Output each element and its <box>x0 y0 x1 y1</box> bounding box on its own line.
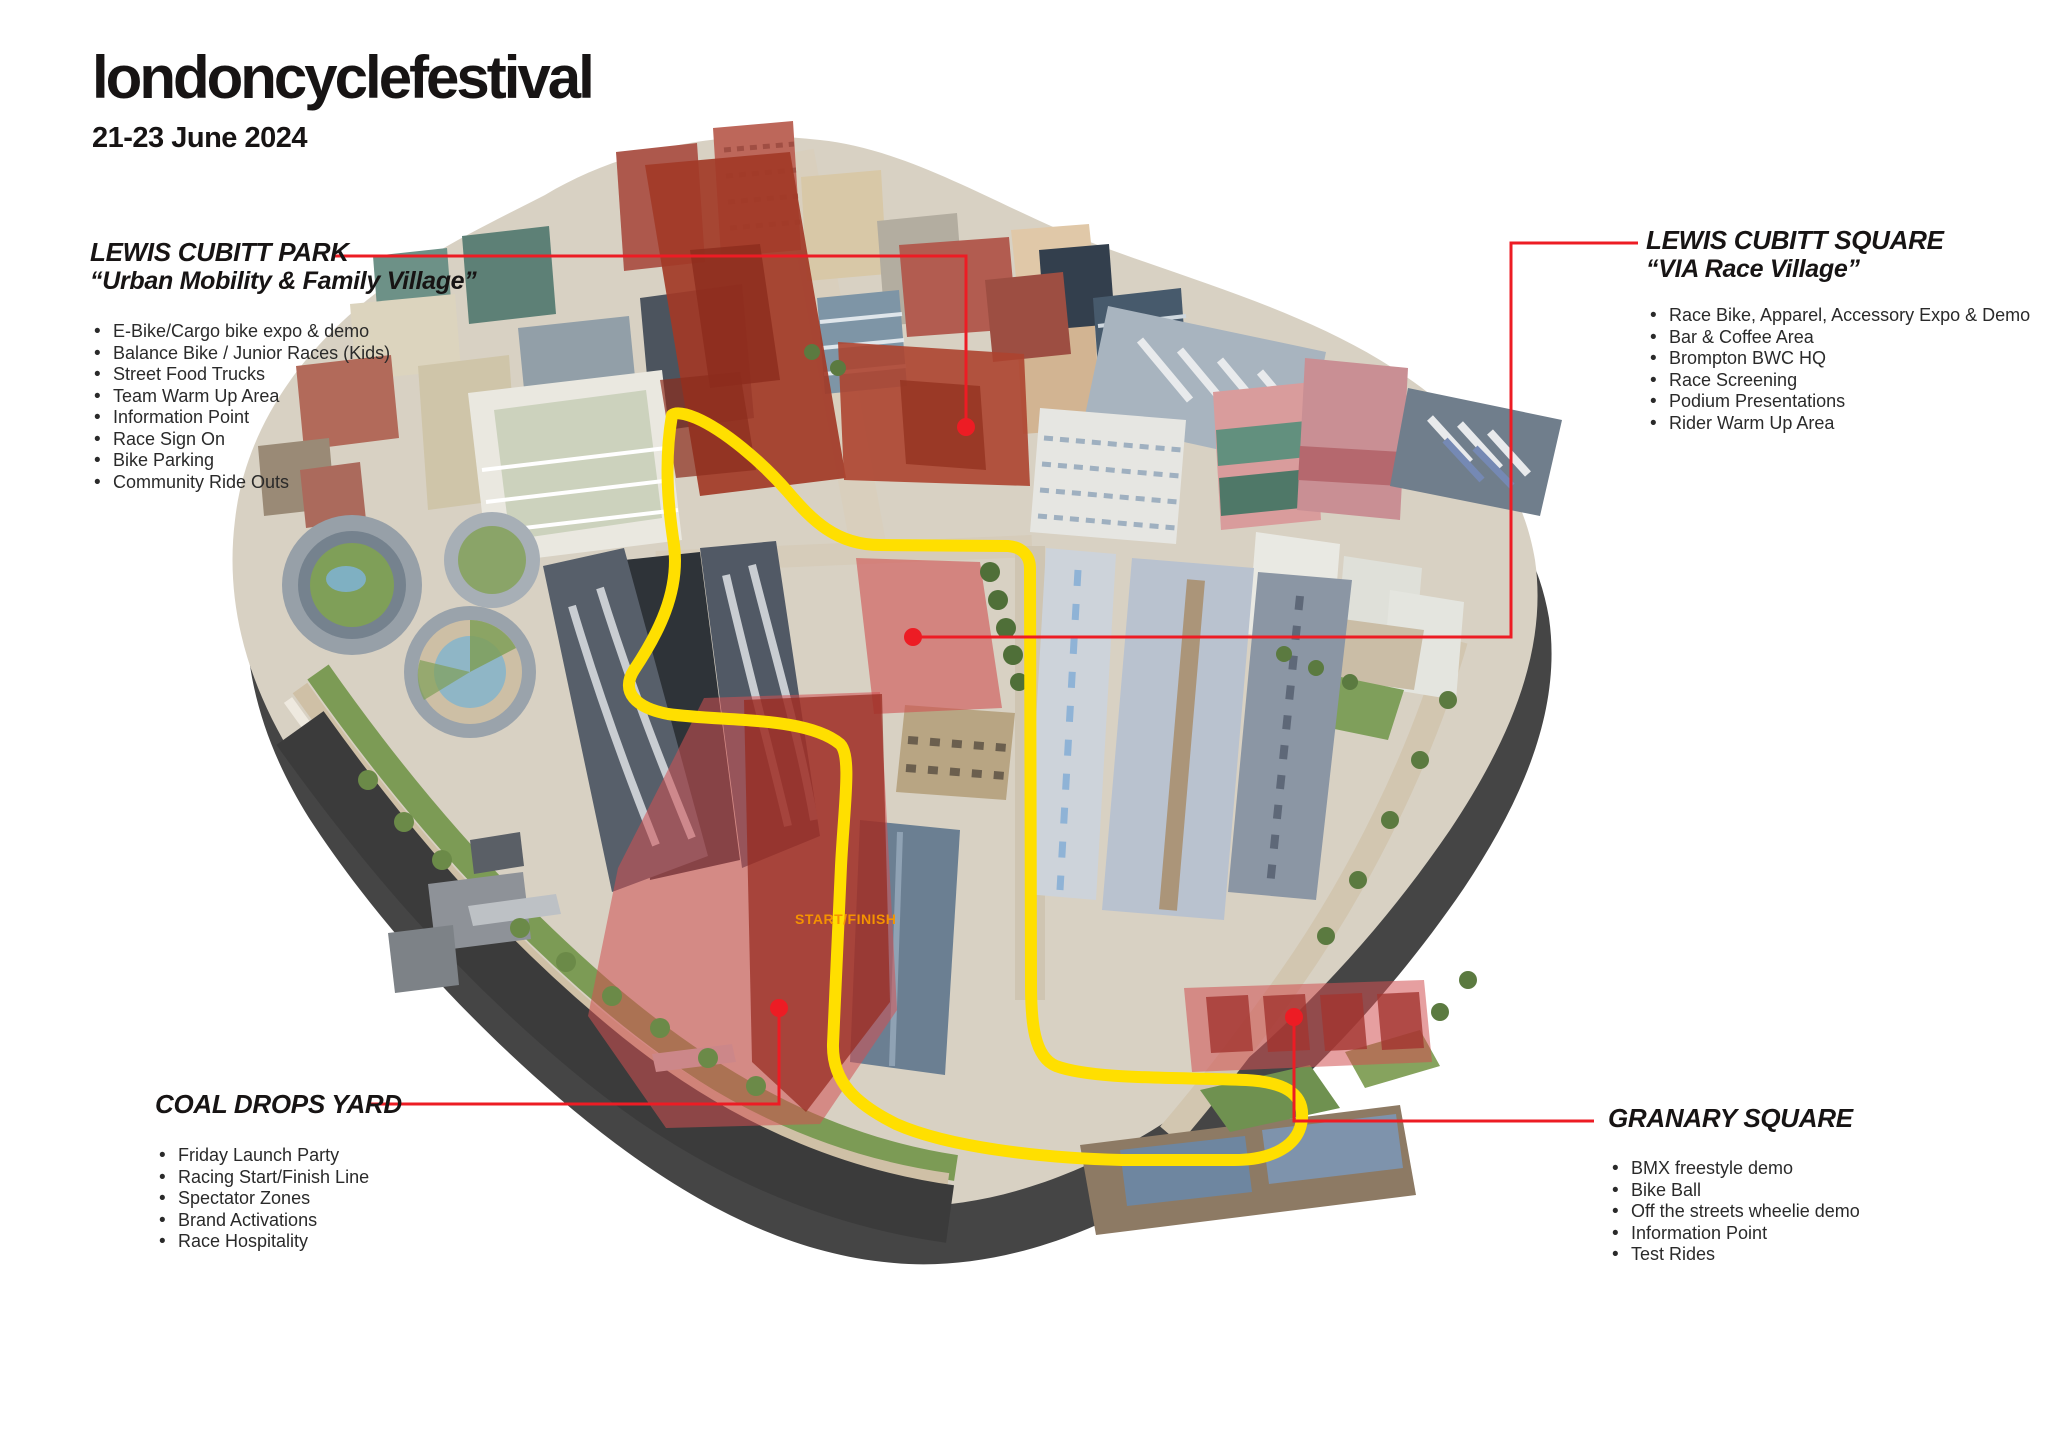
leader-coal-drops-yard <box>368 999 788 1106</box>
leader-dot-coal-drops-yard <box>770 999 788 1017</box>
callout-lewis-cubitt-square: LEWIS CUBITT SQUARE “VIA Race Village” R… <box>1646 226 2046 434</box>
start-finish-label: START/FINISH <box>795 911 896 927</box>
bullet-item: Rider Warm Up Area <box>1646 413 2046 435</box>
bullet-item: BMX freestyle demo <box>1608 1158 2028 1180</box>
leader-dot-lewis-cubitt-park <box>957 418 975 436</box>
bullet-item: Team Warm Up Area <box>90 386 590 408</box>
leader-dot-lewis-cubitt-square <box>904 628 922 646</box>
leader-lewis-cubitt-square <box>904 241 1638 646</box>
festival-title: londoncyclefestival <box>92 44 595 111</box>
bullet-item: Information Point <box>90 407 590 429</box>
bullet-item: Brompton BWC HQ <box>1646 348 2046 370</box>
callout-title: COAL DROPS YARD <box>155 1089 402 1119</box>
callout-title: GRANARY SQUARE <box>1608 1103 1853 1133</box>
leader-dot-granary-square <box>1285 1008 1303 1026</box>
callout-tagline: “VIA Race Village” <box>1646 255 1860 283</box>
bullet-item: Community Ride Outs <box>90 472 590 494</box>
callout-granary-square: GRANARY SQUARE BMX freestyle demoBike Ba… <box>1608 1104 2028 1266</box>
callout-title: LEWIS CUBITT SQUARE <box>1646 225 1944 255</box>
callout-lewis-cubitt-park: LEWIS CUBITT PARK “Urban Mobility & Fami… <box>90 238 590 493</box>
trees <box>358 344 1477 1096</box>
bullet-item: Bike Ball <box>1608 1180 2028 1202</box>
zone-granary-square <box>1184 980 1432 1072</box>
bullet-item: Friday Launch Party <box>155 1145 575 1167</box>
callout-items: BMX freestyle demoBike BallOff the stree… <box>1608 1158 2028 1266</box>
bullet-item: Brand Activations <box>155 1210 575 1232</box>
bullet-item: Test Rides <box>1608 1244 2028 1266</box>
callout-items: E-Bike/Cargo bike expo & demoBalance Bik… <box>90 321 590 493</box>
race-route-path <box>623 407 1309 1166</box>
bullet-item: Bike Parking <box>90 450 590 472</box>
leader-lewis-cubitt-park <box>332 254 975 436</box>
callout-coal-drops-yard: COAL DROPS YARD Friday Launch PartyRacin… <box>155 1090 575 1253</box>
callout-items: Race Bike, Apparel, Accessory Expo & Dem… <box>1646 305 2046 434</box>
bullet-item: Bar & Coffee Area <box>1646 327 2046 349</box>
festival-dates: 21-23 June 2024 <box>92 122 307 154</box>
bullet-item: Spectator Zones <box>155 1188 575 1210</box>
bullet-item: Off the streets wheelie demo <box>1608 1201 2028 1223</box>
callout-items: Friday Launch PartyRacing Start/Finish L… <box>155 1145 575 1253</box>
gasholders <box>282 512 540 738</box>
leader-granary-square <box>1285 1008 1594 1123</box>
bullet-item: Race Screening <box>1646 370 2046 392</box>
poster-header: londoncyclefestival 21-23 June 2024 <box>92 44 595 155</box>
bullet-item: Race Sign On <box>90 429 590 451</box>
bullet-item: Street Food Trucks <box>90 364 590 386</box>
bullet-item: Podium Presentations <box>1646 391 2046 413</box>
callout-title: LEWIS CUBITT PARK <box>90 237 349 267</box>
callout-tagline: “Urban Mobility & Family Village” <box>90 267 477 295</box>
bullet-item: Race Bike, Apparel, Accessory Expo & Dem… <box>1646 305 2046 327</box>
bullet-item: Balance Bike / Junior Races (Kids) <box>90 343 590 365</box>
canalside-buildings <box>388 832 736 1072</box>
bullet-item: E-Bike/Cargo bike expo & demo <box>90 321 590 343</box>
bullet-item: Race Hospitality <box>155 1231 575 1253</box>
bullet-item: Racing Start/Finish Line <box>155 1167 575 1189</box>
bullet-item: Information Point <box>1608 1223 2028 1245</box>
